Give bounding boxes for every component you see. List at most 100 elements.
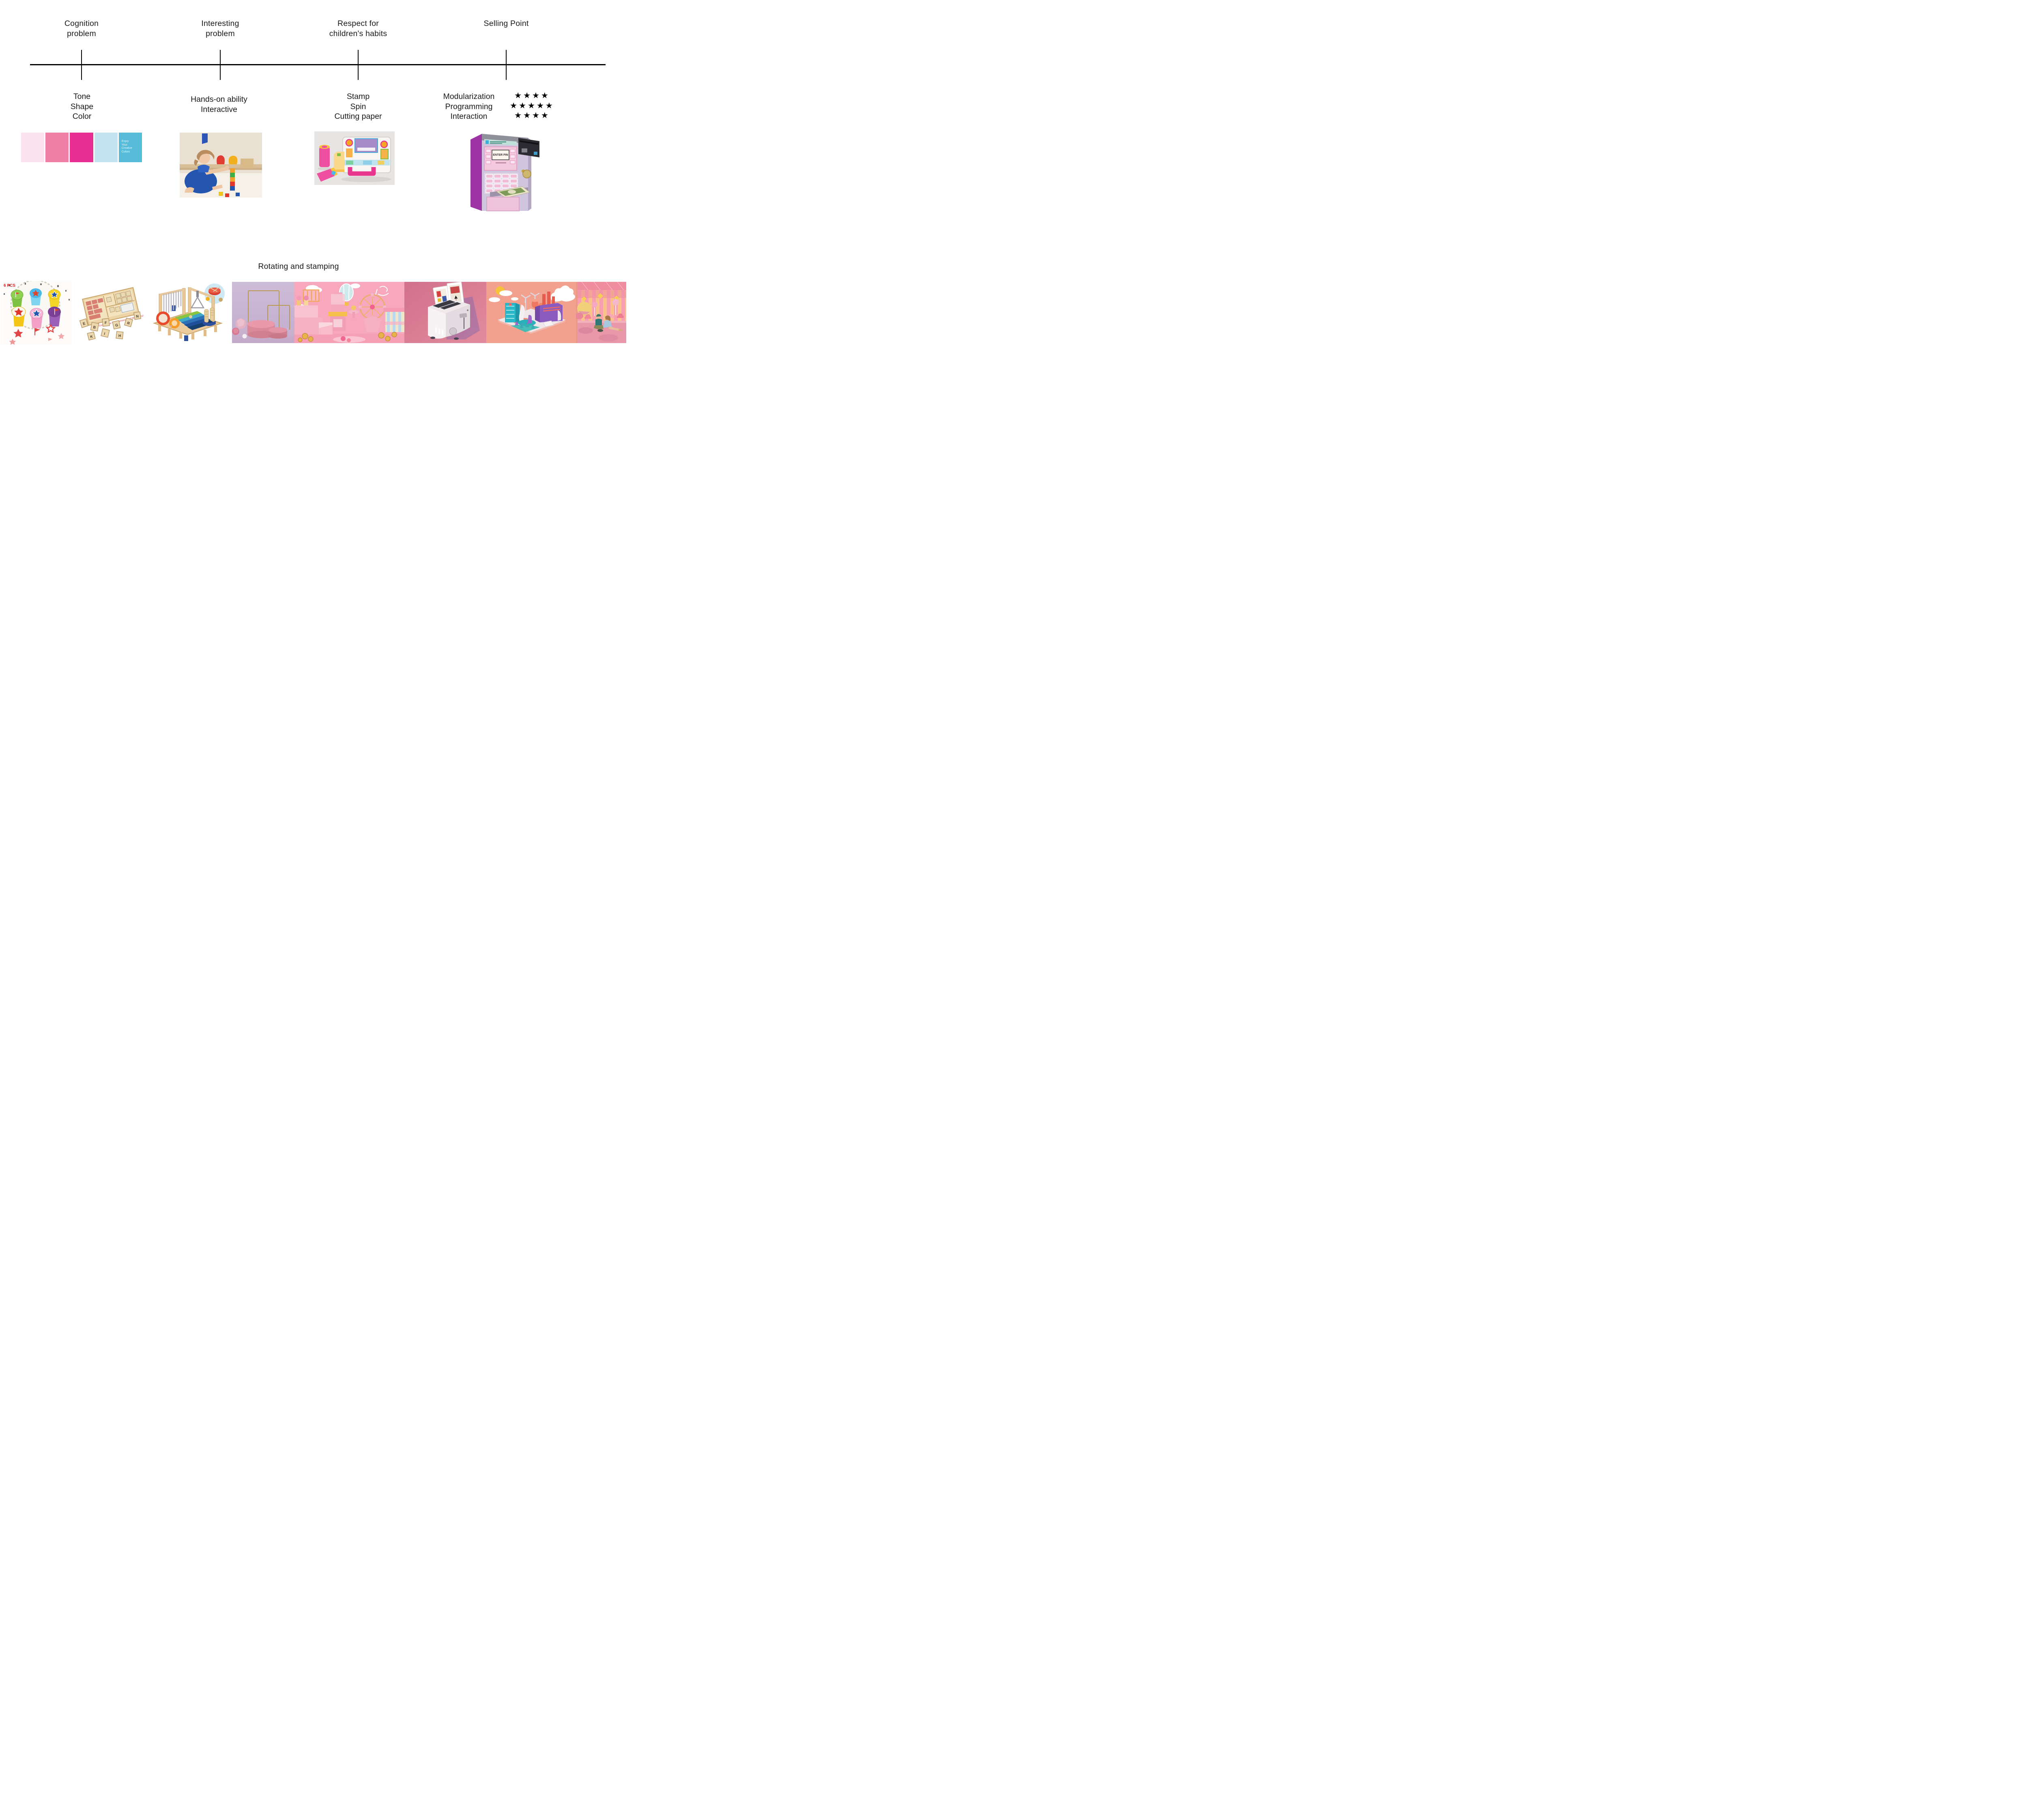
atm-screen <box>492 150 509 160</box>
window <box>303 289 320 302</box>
milestone-label-interesting: Interesting problem <box>201 19 239 38</box>
block-tower <box>230 168 235 191</box>
tambourine <box>169 318 180 328</box>
counter <box>294 296 323 335</box>
couple <box>594 314 623 332</box>
svg-text:F: F <box>105 321 107 325</box>
palette-swatch-magenta <box>70 133 93 162</box>
scattered-letter-stamps: E B F I G H R N K <box>79 311 142 341</box>
atm-screen-text: ENTER PIN <box>493 154 508 157</box>
round-stamp <box>345 139 353 147</box>
chimes <box>163 290 182 315</box>
guiro-sticks <box>203 307 216 326</box>
gummy-bear <box>584 314 591 319</box>
stamp-imprints <box>9 324 65 345</box>
case-handle <box>348 167 376 176</box>
milestone-label-selling: Selling Point <box>483 19 529 28</box>
feature-interaction: Interaction <box>450 112 488 121</box>
feature-modularization: Modularization <box>443 92 495 101</box>
blue-peg <box>184 335 188 341</box>
ink-pad <box>120 302 135 313</box>
palette-swatch-light-pink <box>21 133 45 162</box>
svg-text:B: B <box>93 325 97 330</box>
timeline-tick-habits <box>358 50 359 80</box>
atm-screen-panel: ENTER PIN <box>484 146 517 171</box>
atm-drawer <box>486 197 520 211</box>
doily-speckles <box>4 283 70 300</box>
loose-block <box>219 192 223 196</box>
blue-holder <box>203 321 216 326</box>
pink-park-image <box>294 282 404 343</box>
center-tower <box>319 292 347 335</box>
atm-cash-slot <box>490 186 531 198</box>
showcase-strip: 6 PCS <box>0 281 626 345</box>
toy-atm-photo: ENTER PIN <box>466 131 543 213</box>
atm-card-slot <box>518 138 539 157</box>
blue-toy <box>202 133 208 144</box>
feature-tone: Tone <box>73 92 91 101</box>
alphabet-stamps-image: LOL Create Your Own Personalized Message… <box>77 284 146 342</box>
toaster-knob <box>449 327 457 335</box>
toaster <box>428 299 470 340</box>
features-selling: Modularization Programming Interaction <box>408 92 530 122</box>
svg-text:N: N <box>136 314 139 319</box>
table-set <box>348 305 359 318</box>
svg-text:R: R <box>127 321 130 326</box>
candy-props <box>576 302 624 319</box>
timeline-axis <box>30 64 606 65</box>
rating-interaction-stars: ★★★★ <box>514 111 550 120</box>
stamps-6pcs-image: 6 PCS <box>0 281 72 345</box>
stamp-kit-photo <box>314 131 395 185</box>
letter-tiles-in-box <box>106 290 133 313</box>
ceiling <box>578 282 626 290</box>
svg-text:G: G <box>115 323 118 327</box>
stamp-green-flag <box>11 290 24 307</box>
inset-circle <box>204 283 225 304</box>
svg-text:K: K <box>90 334 93 339</box>
decorative-spheres <box>232 318 247 339</box>
stamps-count-badge: 6 PCS <box>4 283 15 288</box>
candy-room-image <box>576 282 626 343</box>
features-interesting: Hands-on ability Interactive <box>158 94 280 114</box>
pond-and-trees <box>511 315 554 332</box>
stamp-blue-star <box>30 288 42 305</box>
teal-building <box>505 303 520 324</box>
showcase-title: Rotating and stamping <box>258 262 339 271</box>
shelf <box>180 164 262 168</box>
playing-cards <box>433 282 464 309</box>
stamp-pink-star <box>30 308 43 328</box>
striped-building <box>384 308 404 332</box>
purple-podium-image <box>232 282 294 343</box>
stamp-in-case <box>346 148 352 157</box>
rating-programming-stars: ★★★★★ <box>510 101 554 110</box>
feature-shape: Shape <box>70 102 94 111</box>
lying-stamp <box>317 169 335 182</box>
features-cognition: Tone Shape Color <box>21 92 143 122</box>
drum <box>156 311 170 325</box>
red-duck-toy <box>217 155 225 164</box>
sun-and-clouds <box>489 286 518 302</box>
ferris-wheel <box>359 293 386 332</box>
feature-programming: Programming <box>445 102 493 111</box>
loose-block <box>225 193 229 197</box>
feature-color: Color <box>72 112 92 121</box>
yellow-duck-toy <box>228 156 238 164</box>
gold-frames <box>248 290 290 330</box>
timeline-tick-selling <box>506 50 507 80</box>
loose-block <box>236 193 240 196</box>
toaster-lever <box>459 313 467 318</box>
stamp-yellow-redstar <box>11 306 26 326</box>
park-logo <box>375 286 389 296</box>
city-render-image <box>486 282 576 343</box>
plastic-case <box>341 137 391 182</box>
stamp-purple-flag <box>48 307 61 326</box>
milestone-label-habits: Respect for children's habits <box>329 19 387 38</box>
feature-stamp: Stamp <box>346 92 370 101</box>
slide-canvas: Cognition problem Interesting problem Re… <box>0 0 626 361</box>
features-habits: Stamp Spin Cutting paper <box>297 92 419 122</box>
purple-factory <box>535 292 563 322</box>
coin <box>522 170 531 178</box>
wall-decor <box>582 293 619 316</box>
red-stamp-pads <box>85 298 104 320</box>
feature-interactive: Interactive <box>201 105 237 114</box>
